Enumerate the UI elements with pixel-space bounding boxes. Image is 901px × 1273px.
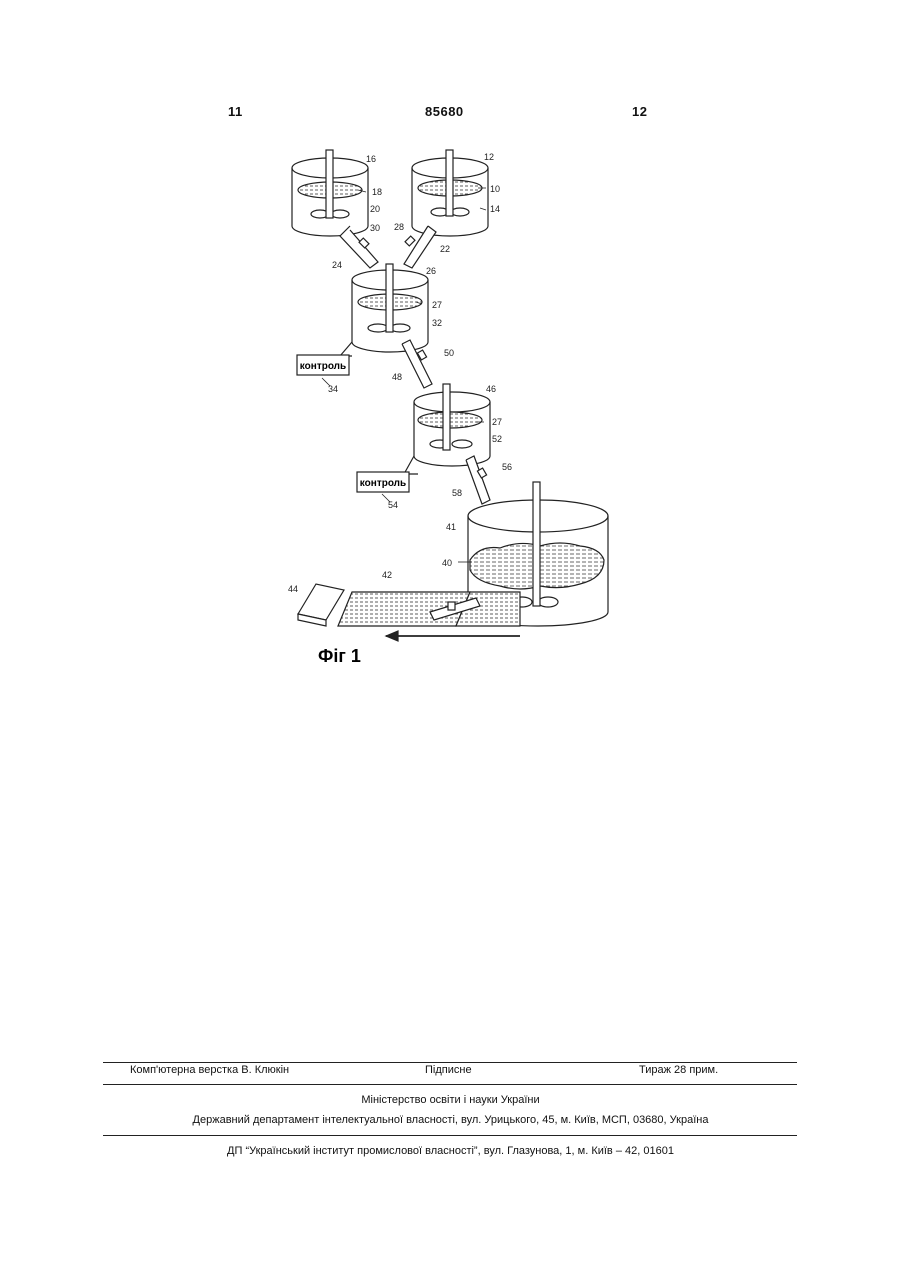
print-run: Тираж 28 прим. — [639, 1064, 718, 1076]
ref-34: 34 — [328, 384, 338, 394]
ref-56: 56 — [502, 462, 512, 472]
vessel-16 — [292, 150, 378, 268]
ref-18: 18 — [372, 187, 382, 197]
vessel-26 — [340, 264, 432, 388]
ref-46: 46 — [486, 384, 496, 394]
ref-27b: 27 — [492, 417, 502, 427]
ministry-line: Міністерство освіти і науки України — [0, 1094, 901, 1106]
footer-rule-top — [103, 1062, 797, 1063]
ref-16: 16 — [366, 154, 376, 164]
ref-40: 40 — [442, 558, 452, 568]
institute-line: ДП “Український інститут промислової вла… — [0, 1145, 901, 1157]
footer-rule-bottom — [103, 1135, 797, 1136]
signed-note: Підписне — [425, 1064, 472, 1076]
ref-50: 50 — [444, 348, 454, 358]
vessel-46 — [404, 384, 490, 504]
conveyor-belt-42 — [338, 592, 520, 626]
ref-48: 48 — [392, 372, 402, 382]
department-line: Державний департамент інтелектуальної вл… — [0, 1114, 901, 1126]
ref-10: 10 — [490, 184, 500, 194]
ref-12: 12 — [484, 152, 494, 162]
ref-32: 32 — [432, 318, 442, 328]
ref-28: 28 — [394, 222, 404, 232]
typesetting-credit: Комп'ютерна верстка В. Клюкін — [130, 1064, 289, 1076]
ref-42: 42 — [382, 570, 392, 580]
ref-20: 20 — [370, 204, 380, 214]
control-box-34-label: контроль — [300, 361, 346, 372]
ref-30: 30 — [370, 223, 380, 233]
ref-44: 44 — [288, 584, 298, 594]
ref-14: 14 — [490, 204, 500, 214]
ref-22: 22 — [440, 244, 450, 254]
ref-41: 41 — [446, 522, 456, 532]
ref-54: 54 — [388, 500, 398, 510]
figure-caption: Фіг 1 — [318, 646, 361, 666]
ref-24: 24 — [332, 260, 342, 270]
ref-27a: 27 — [432, 300, 442, 310]
block-44 — [298, 584, 344, 626]
figure-1-drawing: контроль контроль 16 18 20 30 24 12 10 1… — [0, 0, 901, 700]
ref-58: 58 — [452, 488, 462, 498]
ref-26: 26 — [426, 266, 436, 276]
footer-rule-middle — [103, 1084, 797, 1085]
ref-52: 52 — [492, 434, 502, 444]
control-box-54-label: контроль — [360, 478, 406, 489]
